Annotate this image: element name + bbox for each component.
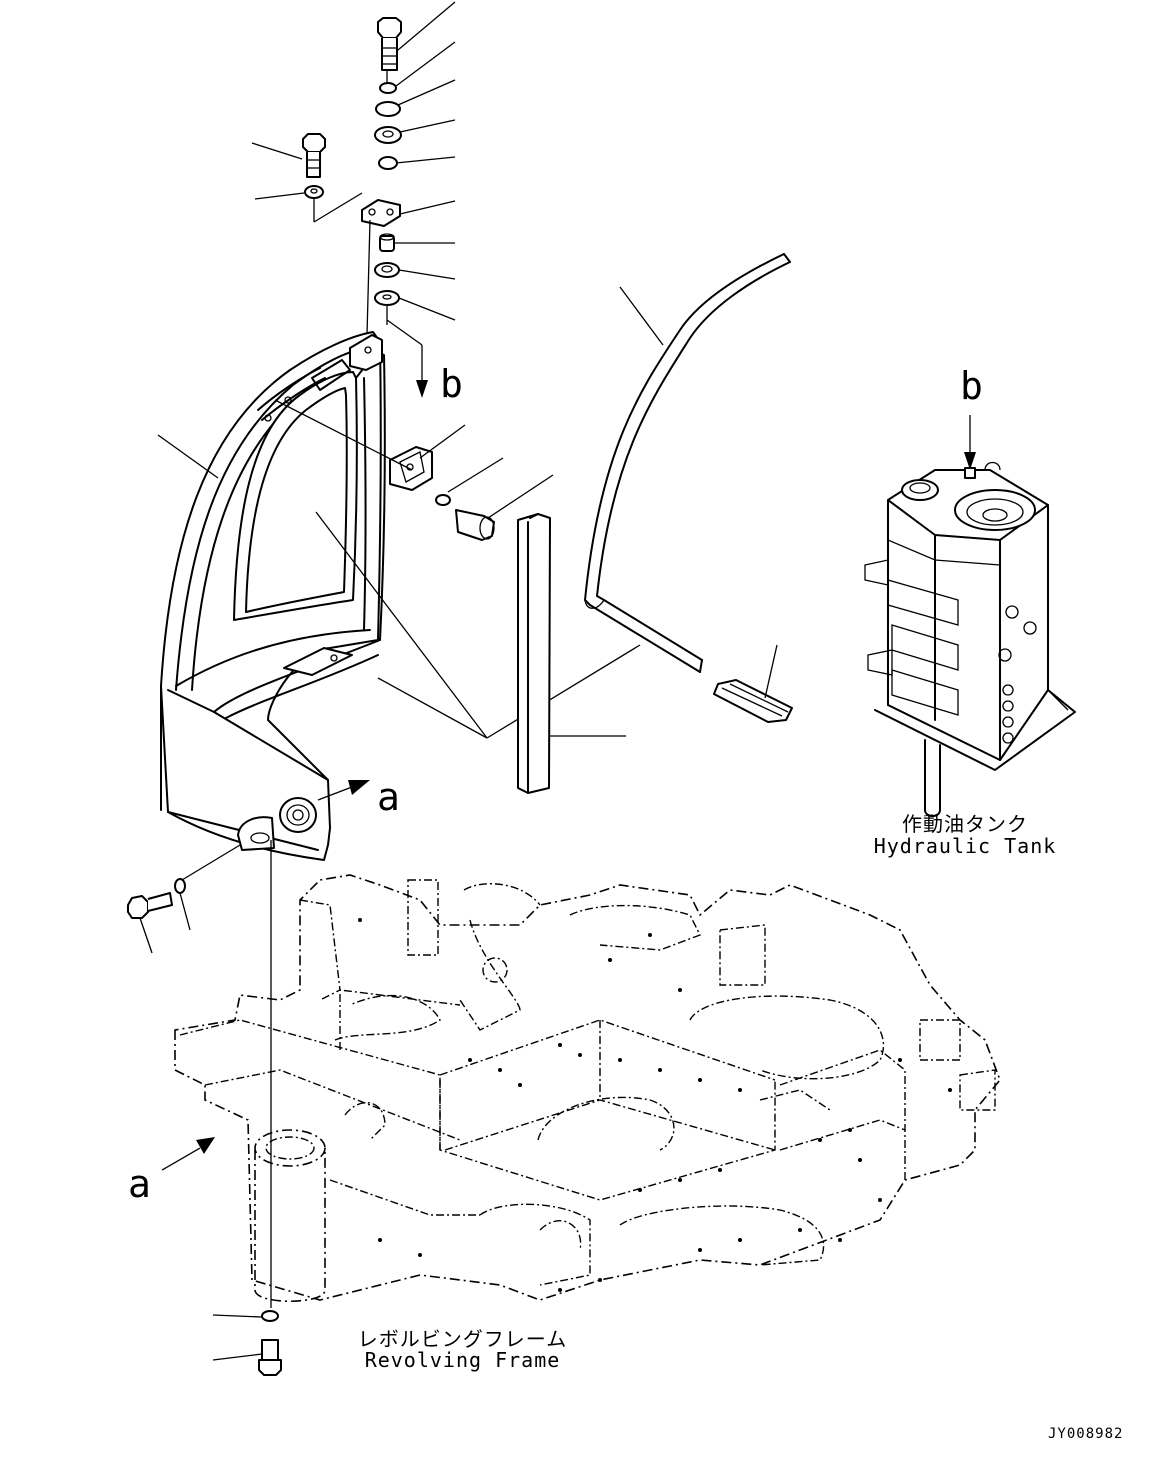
curved-gasket bbox=[584, 253, 791, 673]
fastener-left-bolt bbox=[251, 133, 371, 336]
view-a-arrow-lower bbox=[161, 1137, 215, 1171]
lower-vertical-fastener bbox=[212, 840, 282, 1376]
revolving-frame-label-jp: レボルビングフレーム bbox=[357, 1327, 568, 1351]
hydraulic-tank-label-en: Hydraulic Tank bbox=[873, 834, 1057, 858]
hydraulic-tank-label-jp: 作動油タンク bbox=[902, 812, 1028, 836]
lower-left-bolt bbox=[127, 844, 241, 954]
drawing-code: JY008982 bbox=[1048, 1426, 1124, 1442]
view-a-arrow-upper bbox=[317, 780, 370, 801]
fastener-stack-top bbox=[361, 1, 456, 398]
rubber-piece bbox=[713, 644, 793, 723]
revolving-frame-label-en: Revolving Frame bbox=[364, 1348, 561, 1372]
callout-a-arrow: a bbox=[377, 775, 400, 819]
callout-b-target: b bbox=[960, 364, 983, 408]
clip-bracket bbox=[274, 399, 554, 541]
vertical-seal-strip bbox=[517, 513, 626, 794]
hydraulic-tank bbox=[864, 415, 1076, 817]
revolving-frame bbox=[174, 874, 1001, 1303]
callout-b-arrow: b bbox=[440, 362, 463, 406]
cover-panel bbox=[157, 331, 641, 861]
callout-a-target: a bbox=[128, 1162, 151, 1206]
